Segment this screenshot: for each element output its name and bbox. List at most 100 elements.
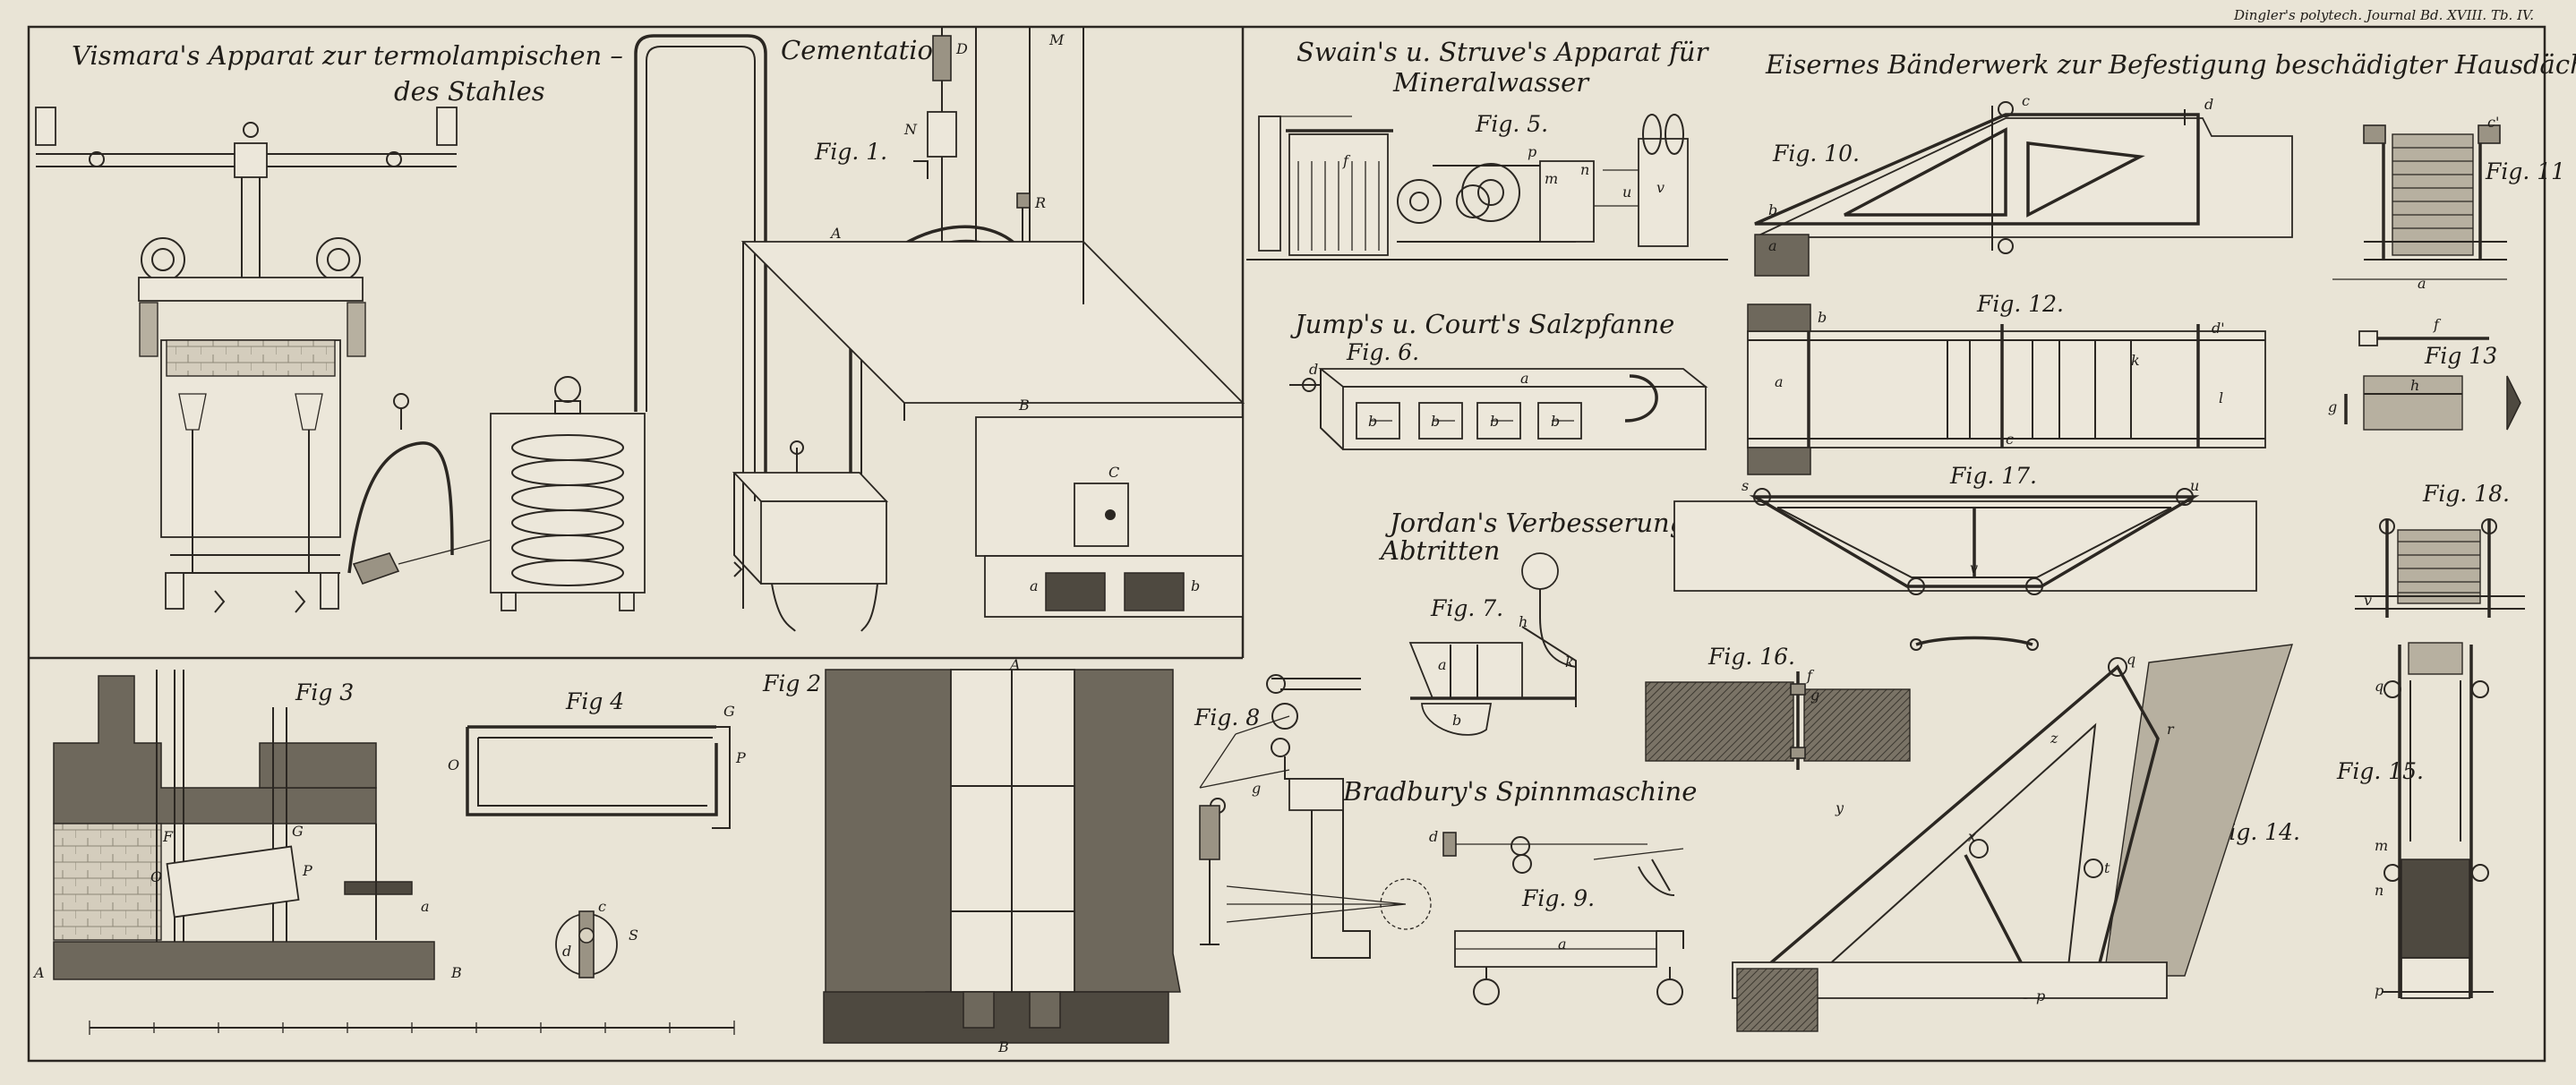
figure-8-9-spinnmaschine: Fig. 8 g Bradbury's Spinnmaschine Fig. 9… — [1194, 674, 1697, 1005]
letter-a-fig7: a — [1438, 656, 1447, 673]
letter-a-fig6: a — [1520, 370, 1529, 387]
letter-g-fig16: g — [1810, 687, 1819, 704]
figure-11: Fig. 11 c' a — [2332, 114, 2565, 292]
letter-n-fig15: n — [2375, 882, 2383, 899]
jordan-title-line2: Abtritten — [1378, 535, 1500, 566]
letter-B-fig3: B — [450, 964, 462, 981]
letter-r-fig14: r — [2167, 721, 2175, 738]
letter-n-fig5: n — [1580, 161, 1589, 178]
fig6-label: Fig. 6. — [1346, 339, 1419, 365]
letter-v-fig5: v — [1656, 179, 1665, 196]
letter-l-fig12: l — [2219, 389, 2223, 406]
letter-b2-fig6: b — [1431, 413, 1440, 430]
plate-border — [27, 25, 2546, 1063]
letter-b3-fig6: b — [1490, 413, 1499, 430]
letter-B-fig1: B — [1018, 397, 1030, 414]
letter-f-fig16: f — [1806, 667, 1815, 684]
fig15-label: Fig. 15. — [2336, 758, 2424, 784]
letter-q-fig15: q — [2375, 678, 2383, 695]
letter-a-fig3: a — [421, 898, 430, 915]
bradbury-title: Bradbury's Spinnmaschine — [1342, 776, 1697, 807]
letter-d-fig6: d — [1309, 361, 1318, 378]
fig11-label: Fig. 11 — [2485, 158, 2565, 184]
letter-dprime-fig12: d' — [2212, 320, 2225, 337]
fig18-label: Fig. 18. — [2422, 481, 2510, 507]
letter-h-fig7: h — [1519, 613, 1528, 630]
figure-12: Fig. 12. a b k l c d' — [1747, 291, 2266, 475]
letter-D: D — [955, 40, 968, 57]
letter-M: M — [1048, 31, 1065, 48]
letter-c-fig12: c — [2006, 431, 2014, 448]
letter-k-fig7: k — [1565, 654, 1574, 671]
figure-16: Fig. 16. f g — [1645, 644, 1911, 770]
letter-P-fig3: P — [302, 862, 312, 879]
fig12-label: Fig. 12. — [1976, 291, 2064, 317]
letter-v-fig18: v — [2364, 592, 2372, 609]
letter-q-fig14: q — [2127, 651, 2135, 668]
letter-A-fig1: A — [829, 225, 842, 242]
fig5-label: Fig. 5. — [1475, 111, 1548, 137]
letter-h-fig13: h — [2410, 377, 2419, 394]
figure-2: Fig 2 A B — [762, 656, 1181, 1055]
letter-P-fig4: P — [735, 749, 746, 766]
letter-p-fig15: p — [2375, 982, 2383, 999]
fig7-label: Fig. 7. — [1430, 595, 1503, 621]
letter-c-fig4: c — [598, 898, 606, 915]
figure-6-salzpfanne: Jump's u. Court's Salzpfanne Fig. 6. a b… — [1289, 309, 1708, 450]
letter-v-fig17: v — [1970, 560, 1978, 577]
fig9-label: Fig. 9. — [1521, 885, 1595, 911]
letter-S-fig4: S — [629, 927, 638, 944]
swain-title-line1: Swain's u. Struve's Apparat für — [1297, 37, 1710, 67]
letter-t-fig14: t — [2104, 859, 2110, 876]
figure-17: Fig. 17. s u v — [1673, 463, 2257, 651]
figure-10: Fig. 10. a b c d — [1754, 92, 2293, 277]
letter-b-fig10: b — [1768, 201, 1777, 218]
letter-b-fig12: b — [1818, 309, 1827, 326]
letter-d-fig10: d — [2204, 96, 2213, 113]
figure-13: Fig 13 f h g — [2328, 316, 2521, 431]
eisernes-title: Eisernes Bänderwerk zur Befestigung besc… — [1765, 49, 2576, 80]
vismara-title-line1: Vismara's Apparat zur termolampischen – — [72, 40, 623, 71]
figure-15: Fig. 15. q m n p — [2336, 642, 2494, 999]
fig4-label: Fig 4 — [565, 688, 624, 714]
letter-k-fig12: k — [2131, 352, 2140, 369]
letter-a-fig9: a — [1558, 935, 1567, 953]
letter-a-fig11: a — [2418, 275, 2426, 292]
cementation-figure-1: Cementation Fig. 1. M D N F R G A B C a — [732, 27, 1245, 632]
swain-title-line2: Mineralwasser — [1392, 67, 1590, 98]
letter-a-fig10: a — [1768, 237, 1777, 254]
fig16-label: Fig. 16. — [1707, 644, 1795, 670]
letter-C: C — [1108, 464, 1119, 481]
letter-f-fig13: f — [2433, 316, 2442, 333]
cementation-title: Cementation — [781, 35, 950, 65]
letter-m-fig5: m — [1545, 170, 1558, 187]
fig10-label: Fig. 10. — [1772, 141, 1860, 167]
letter-b4-fig6: b — [1551, 413, 1560, 430]
letter-a-fig12: a — [1775, 373, 1784, 390]
letter-m-fig15: m — [2375, 837, 2388, 854]
letter-x-fig14: x — [1968, 828, 1976, 845]
fig8-label: Fig. 8 — [1194, 705, 1260, 730]
fig17-label: Fig. 17. — [1949, 463, 2037, 489]
letter-a-fig1: a — [1030, 577, 1039, 594]
letter-y-fig14: y — [1835, 799, 1844, 816]
letter-G-fig4: G — [723, 703, 735, 720]
letter-b-fig1: b — [1191, 577, 1200, 594]
figure-18: Fig. 18. v — [2355, 481, 2525, 618]
letter-f-fig5: f — [1342, 152, 1351, 169]
figure-7-abtritt: Jordan's Verbesserungen an Abtritten Fig… — [1378, 508, 1759, 736]
vismara-apparatus: Vismara's Apparat zur termolampischen – … — [35, 34, 767, 613]
letter-p-fig5: p — [1528, 143, 1536, 160]
letter-B-fig2: B — [997, 1038, 1009, 1055]
figure-5-swain-struve: Swain's u. Struve's Apparat für Mineralw… — [1246, 37, 1728, 261]
journal-header: Dingler's polytech. Journal Bd. XVIII. T… — [2233, 7, 2534, 23]
letter-g-fig8: g — [1252, 780, 1261, 797]
letter-b-fig7: b — [1452, 712, 1461, 729]
letter-b-fig6: b — [1368, 413, 1377, 430]
vismara-title-line2: des Stahles — [394, 76, 545, 107]
jump-title: Jump's u. Court's Salzpfanne — [1290, 309, 1674, 339]
letter-p-fig14: p — [2036, 987, 2045, 1004]
letter-F-fig3: F — [162, 828, 174, 845]
letter-R: R — [1034, 194, 1046, 211]
letter-G-fig3: G — [292, 823, 304, 840]
